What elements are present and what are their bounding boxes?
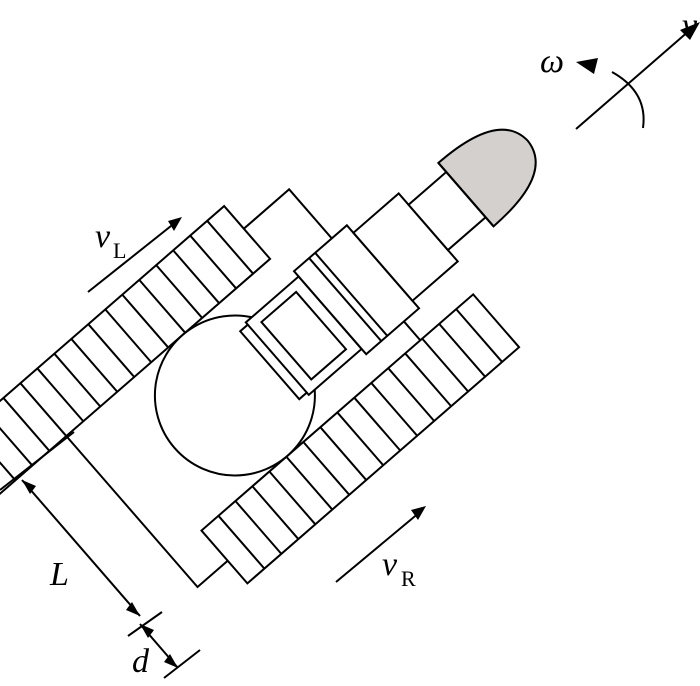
right-track-tread xyxy=(302,441,351,496)
barrel-section-1-divider xyxy=(314,252,389,337)
track-spacing-dimension-line xyxy=(21,479,141,617)
barrel-section-1-divider xyxy=(308,257,383,342)
right-track-tread xyxy=(336,411,384,466)
robot-body xyxy=(0,128,537,589)
left-track-tread xyxy=(70,338,119,393)
left-track-tread xyxy=(206,220,254,275)
left-track-tread xyxy=(87,323,135,378)
left-track-tread xyxy=(19,382,68,437)
left-track-tread xyxy=(138,279,186,334)
velocity-axis-line xyxy=(575,29,691,130)
turret-ring xyxy=(153,314,316,477)
dimension-extension-d xyxy=(163,649,201,679)
angular-velocity-label: ω xyxy=(540,43,564,80)
right-track-velocity-arrow xyxy=(335,511,421,583)
left-track-velocity-subscript: L xyxy=(113,238,126,263)
left-track-tread xyxy=(0,426,17,481)
left-track-arrowhead xyxy=(168,217,182,231)
right-track-tread xyxy=(438,323,486,378)
rotation-arc xyxy=(611,71,645,129)
left-track-velocity-arrow xyxy=(87,221,177,293)
left-track-tread xyxy=(36,367,85,422)
right-track-tread xyxy=(319,426,368,481)
sensor-head xyxy=(436,128,537,228)
dimension-extension-bottom xyxy=(127,611,163,637)
rotation-arrowhead xyxy=(576,58,598,74)
right-track-tread xyxy=(455,308,503,363)
dimension-extension-top xyxy=(0,431,75,491)
track-spacing-label: L xyxy=(49,556,69,593)
right-track-arrowhead xyxy=(411,506,426,520)
left-track-tread xyxy=(2,397,51,452)
left-track-tread xyxy=(121,293,169,349)
velocity-arrowhead xyxy=(680,22,700,40)
right-track-tread xyxy=(421,337,469,393)
right-track-tread xyxy=(268,470,317,525)
left-track-tread xyxy=(155,264,203,319)
left-track-velocity-label: v xyxy=(95,218,111,255)
right-track-velocity-label: v xyxy=(382,546,398,583)
dimension-arrowhead-bottom xyxy=(126,602,140,616)
left-track-tread xyxy=(104,308,152,363)
velocity-label: v xyxy=(682,7,698,44)
left-track-tread xyxy=(53,353,102,408)
left-track-tread xyxy=(0,412,34,467)
d-arrowhead-bottom xyxy=(164,654,178,668)
right-track-tread xyxy=(353,397,401,452)
right-track-tread xyxy=(404,352,452,407)
right-track-tread xyxy=(285,456,334,511)
left-track-tread xyxy=(172,249,220,304)
right-track-tread xyxy=(251,485,300,540)
track-width-label: d xyxy=(132,643,150,680)
right-track-tread xyxy=(387,367,435,422)
d-arrowhead-top xyxy=(140,624,154,638)
right-track-tread xyxy=(370,382,418,437)
right-track-tread xyxy=(217,515,266,570)
right-track-velocity-subscript: R xyxy=(401,566,416,591)
sensor-head-edge xyxy=(437,162,495,227)
dimension-arrowhead-top xyxy=(22,480,36,494)
left-track-tread xyxy=(189,234,237,290)
right-track-tread xyxy=(234,500,283,555)
turret-mount-inner xyxy=(259,290,348,381)
